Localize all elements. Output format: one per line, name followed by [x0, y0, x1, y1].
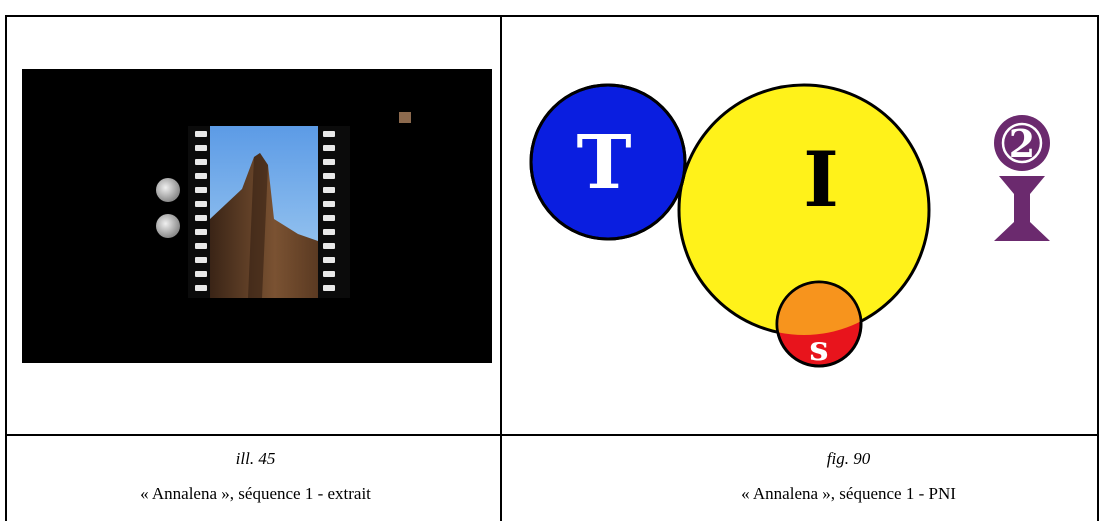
label-i: I: [803, 135, 839, 224]
left-caption-text: « Annalena », séquence 1 - extrait: [140, 484, 371, 503]
label-t: T: [576, 120, 631, 206]
table-border-left: [5, 15, 7, 521]
badge-number: 2: [1009, 121, 1035, 166]
film-still-image: [22, 69, 492, 363]
table-border-top: [5, 15, 1099, 17]
pni-diagram: T I s 2: [529, 83, 1050, 369]
film-perforations-left: [195, 131, 207, 291]
right-caption-text: « Annalena », séquence 1 - PNI: [741, 484, 956, 503]
label-s: s: [809, 329, 828, 369]
left-caption-number: ill. 45: [235, 449, 276, 468]
table-column-divider: [500, 15, 502, 521]
table-row-divider: [5, 434, 1099, 436]
round-light-top: [156, 178, 180, 202]
table-border-right: [1097, 15, 1099, 521]
round-light-bottom: [156, 214, 180, 238]
film-perforations-right: [323, 131, 335, 291]
right-caption-number: fig. 90: [826, 449, 871, 468]
purple-badge-icon: 2: [994, 115, 1050, 241]
small-thumbnail: [399, 112, 411, 123]
